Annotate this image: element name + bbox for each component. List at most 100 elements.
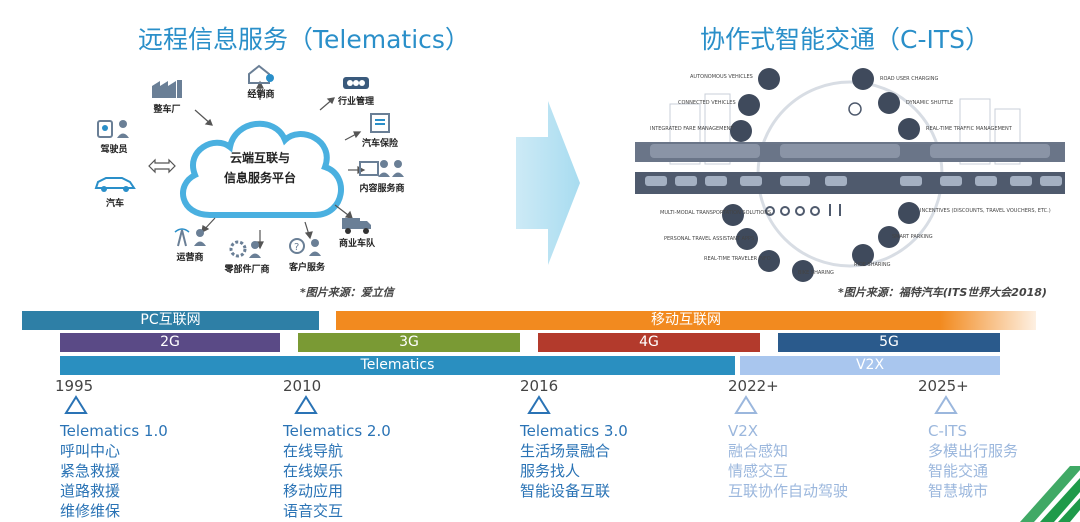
node-content-label: 内容服务商 [359,184,405,194]
telematics-title: 远程信息服务（Telematics） [138,25,470,54]
bubble-autonomous-icon [758,68,780,90]
node-car-label: 汽车 [105,199,124,209]
bar-telematics: Telematics [60,356,735,375]
milestone-2010-title: Telematics 2.0 [283,422,391,440]
traffic-light-icon [343,77,369,89]
bubble-multimodal-icon [722,204,744,226]
bubble-label-bike: BIKE SHARING [798,270,834,276]
milestone-1995-item: 紧急救援 [60,462,121,480]
mobile-internet-fade [940,311,1050,330]
cloud-platform-icon [180,120,344,218]
corner-logo-icon [1020,466,1080,522]
year-1995: 1995 [55,377,94,395]
left-source-note: *图片来源：爱立信 [300,286,394,299]
bubble-assistant-icon [736,228,758,250]
node-content: 内容服务商 [347,157,417,194]
milestone-2016-item: 智能设备互联 [520,482,611,500]
milestone-2022-title: V2X [728,422,759,440]
bubble-fare-icon [730,120,752,142]
milestone-2016-title: Telematics 3.0 [520,422,628,440]
double-arrow-icon [148,158,176,174]
truck-icon [342,218,371,234]
node-industry: 行业管理 [321,74,391,107]
bubble-label-road-charging: ROAD USER CHARGING [880,76,939,82]
bubble-parking-icon [878,226,900,248]
bubble-road-charging-icon [852,68,874,90]
year-2025: 2025+ [918,377,969,395]
car-icon [94,177,136,192]
cits-city-graphic [635,80,1065,268]
milestone-2022-item: 融合感知 [728,442,789,460]
bubble-incentives-icon [898,202,920,224]
node-parts-label: 零部件厂商 [224,265,270,275]
node-operator: 运营商 [155,226,225,263]
bar-5g: 5G [778,333,1000,352]
bubble-traffic-icon [898,118,920,140]
bar-3g: 3G [298,333,520,352]
bubble-label-assistant: PERSONAL TRAVEL ASSISTANT APPS [664,236,755,242]
node-industry-label: 行业管理 [337,97,374,107]
customer-service-icon: ? [289,238,321,256]
node-fleet: 商业车队 [322,212,392,249]
triangle-1995-icon [64,395,88,414]
node-parts: 零部件厂商 [212,238,282,275]
bubble-label-incentives: INCENTIVES (DISCOUNTS, TRAVEL VOUCHERS, … [920,208,1051,214]
cits-title: 协作式智能交通（C-ITS） [700,25,990,54]
bubble-label-fare: INTEGRATED FARE MANAGEMENT [650,126,734,132]
node-driver-label: 驾驶员 [100,145,128,155]
bubble-label-parking: SMART PARKING [892,234,933,240]
milestone-2016-item: 生活场景融合 [520,442,611,460]
bubble-shuttle-icon [878,92,900,114]
cloud-connection-arrows [194,80,366,250]
node-insurance-label: 汽车保险 [361,139,398,149]
triangle-2025-icon [934,395,958,414]
node-car: 汽车 [80,172,150,209]
node-customer-label: 客户服务 [288,263,325,273]
bubble-traveler-info-icon [758,250,780,272]
triangle-2016-icon [527,395,551,414]
insurance-icon [370,113,390,133]
milestone-2025-title: C-ITS [928,422,967,440]
milestone-1995-item: 道路救援 [60,482,121,500]
cloud-label-line2: 信息服务平台 [223,171,296,185]
milestone-2022-item: 情感交互 [728,462,789,480]
milestone-2025-item: 多模出行服务 [928,442,1019,460]
factory-icon [152,80,182,98]
milestone-1995-title: Telematics 1.0 [60,422,168,440]
parts-icon [229,240,261,258]
milestone-2010-item: 在线娱乐 [283,462,344,480]
node-fleet-label: 商业车队 [338,239,375,249]
bubble-ride-icon [852,244,874,266]
triangle-2010-icon [294,395,318,414]
bar-4g: 4G [538,333,760,352]
bar-2g: 2G [60,333,280,352]
bubble-label-traveler-info: REAL-TIME TRAVELER INFO [704,256,771,262]
year-2022: 2022+ [728,377,779,395]
node-oem-label: 整车厂 [153,105,181,115]
antenna-icon [174,228,206,247]
milestone-2025-item: 智能交通 [928,462,989,480]
cits-illustration: AUTONOMOUS VEHICLES CONNECTED VEHICLES I… [630,64,1070,284]
bar-pc-internet: PC互联网 [22,311,319,330]
bubble-label-connected: CONNECTED VEHICLES [678,100,736,106]
big-right-arrow [516,101,580,265]
triangle-2022-icon [734,395,758,414]
bubble-label-multimodal: MULTI-MODAL TRANSPORTATION SOLUTIONS [660,210,772,216]
milestone-2025: C-ITS 多模出行服务 智能交通 智慧城市 [928,421,1018,501]
milestone-2016-item: 服务找人 [520,462,581,480]
node-customer: ? 客户服务 [272,236,342,273]
bubble-label-traffic: REAL-TIME TRAFFIC MANAGEMENT [926,126,1012,132]
node-dealer-label: 经销商 [247,90,275,100]
right-source-note: *图片来源：福特汽车(ITS世界大会2018) [838,286,1047,299]
milestone-2010-item: 在线导航 [283,442,344,460]
milestone-2010-item: 移动应用 [283,482,344,500]
node-driver: 驾驶员 [79,118,149,155]
year-2010: 2010 [283,377,322,395]
milestone-1995: Telematics 1.0 呼叫中心 紧急救援 道路救援 维修维保 [60,421,168,521]
node-operator-label: 运营商 [176,253,204,263]
house-icon [248,64,274,84]
node-insurance: 汽车保险 [345,112,415,149]
cloud-label: 云端互联与 信息服务平台 [210,148,310,188]
milestone-1995-item: 呼叫中心 [60,442,121,460]
bubble-connected-icon [738,94,760,116]
